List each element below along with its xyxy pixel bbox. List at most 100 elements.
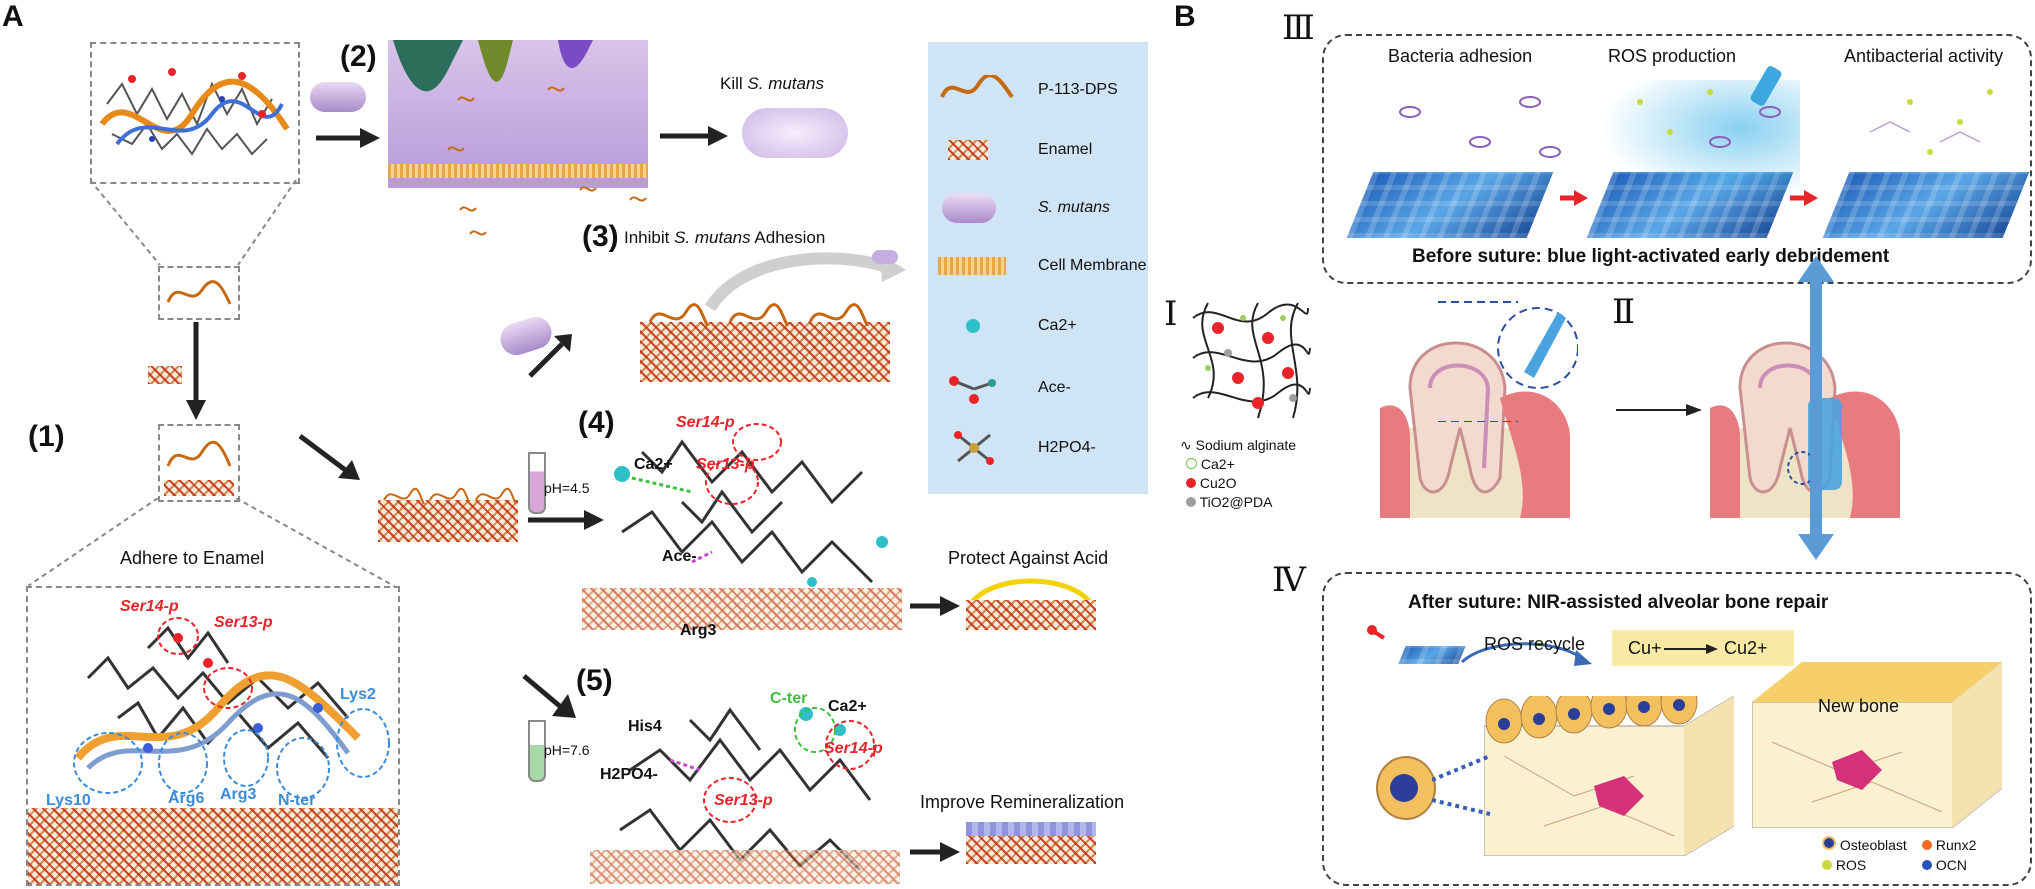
osteoblast-icon xyxy=(1822,836,1836,850)
loose-peptides xyxy=(459,186,647,236)
bacteria-scatter xyxy=(1399,89,1993,158)
tube-ph76 xyxy=(528,720,546,782)
zoom-lines xyxy=(90,180,297,266)
hydrogel-tile-small xyxy=(1398,646,1466,664)
legend-item-acetate: Ace- xyxy=(928,368,1148,408)
label-ca-5: Ca2+ xyxy=(828,698,867,715)
ros-recycle-label: ROS recycle xyxy=(1484,634,1586,654)
bacterium-membrane-illustration xyxy=(388,40,648,188)
improve-caption: Improve Remineralization xyxy=(920,792,1125,812)
label-his4: His4 xyxy=(628,718,662,735)
bacterium-small-right xyxy=(872,250,898,264)
legend-ocn: OCN xyxy=(1922,856,1967,874)
label-arg3-1: Arg3 xyxy=(220,786,257,803)
arrow-right-ph45 xyxy=(528,510,604,530)
recycle-arrow xyxy=(1460,642,1592,666)
label-arg3-4: Arg3 xyxy=(680,622,717,639)
col-antibacterial: Antibacterial activity xyxy=(1844,46,2004,66)
calcium-icon xyxy=(966,319,980,333)
legend-label-phosphate: H2PO4- xyxy=(1038,439,1096,456)
legend-ca: Ca2+ xyxy=(1180,455,1296,474)
nir-laser-icon xyxy=(1366,625,1386,640)
hydrogel-tile-1 xyxy=(1346,172,1554,238)
osteoblast-cube xyxy=(1483,679,1735,857)
panel-a-letter: A xyxy=(2,0,24,33)
before-suture-box xyxy=(1322,34,2032,284)
arrow-diag-5 xyxy=(522,674,576,718)
arrow-down-1 xyxy=(186,322,206,420)
bacterium-icon xyxy=(942,193,996,223)
legend-tio2: TiO2@PDA xyxy=(1180,493,1296,512)
tooth-illustration-1 xyxy=(1380,318,1570,518)
legend-label-peptide: P-113-DPS xyxy=(1038,81,1118,98)
label-ser14-1: Ser14-p xyxy=(120,598,179,615)
label-cter: C-ter xyxy=(770,690,808,707)
roman-4: Ⅳ xyxy=(1272,560,1306,600)
kill-caption: Kill S. mutans xyxy=(720,74,824,93)
ph76-label: pH=7.6 xyxy=(544,742,590,758)
arrow-right-2 xyxy=(316,128,380,148)
legend-ros: ROS xyxy=(1822,856,1866,874)
adhere-detail-box xyxy=(26,586,400,886)
new-bone-cube xyxy=(1751,660,2003,829)
legend-item-calcium: Ca2+ xyxy=(928,306,1148,346)
arrow-right-kill xyxy=(660,126,728,146)
adhere-structure xyxy=(73,617,390,799)
before-suture-caption: Before suture: blue light-activated earl… xyxy=(1412,246,1890,267)
legend-label-membrane: Cell Membrane xyxy=(1038,257,1147,274)
roman-2: Ⅱ xyxy=(1612,292,1636,332)
legend-item-membrane: Cell Membrane xyxy=(928,246,1148,286)
adhered-peptide-box xyxy=(158,424,240,502)
peptide-small-box xyxy=(158,266,240,320)
legend-alginate: ∿ Sodium alginate xyxy=(1180,437,1297,453)
legend-label-enamel: Enamel xyxy=(1038,141,1093,158)
label-arg6: Arg6 xyxy=(168,790,205,807)
zoom-lines-2 xyxy=(28,498,395,587)
acetate-icon xyxy=(949,376,996,404)
protect-arc xyxy=(970,578,1092,604)
new-bone-label: New bone xyxy=(1818,696,1900,716)
enamel-step3 xyxy=(640,322,890,382)
label-ser13-4: Ser13-p xyxy=(696,456,755,473)
phosphate-icon xyxy=(954,431,994,465)
protect-caption: Protect Against Acid xyxy=(948,548,1109,568)
legend-label-acetate: Ace- xyxy=(1038,379,1071,396)
cu2o-dot-icon xyxy=(1186,478,1196,488)
arrow-diag-mid xyxy=(298,434,360,480)
enamel-improve xyxy=(966,836,1096,864)
membrane-icon xyxy=(938,257,1006,275)
peptide-icon xyxy=(940,75,1014,99)
enamel-icon xyxy=(948,140,988,160)
roman-1: Ⅰ xyxy=(1164,294,1178,334)
label-ca-4: Ca2+ xyxy=(634,456,673,473)
alginate-icon: ∿ xyxy=(1180,437,1192,453)
roman-3: Ⅲ xyxy=(1282,8,1315,48)
peptide-3d-structure xyxy=(99,68,290,156)
peptides-middle xyxy=(383,487,517,504)
ocn-icon xyxy=(1922,860,1932,870)
inhibit-caption: Inhibit S. mutans Adhesion xyxy=(624,228,826,247)
enamel-protect xyxy=(966,600,1096,630)
enamel-middle xyxy=(378,500,518,542)
label-lys2: Lys2 xyxy=(340,686,376,703)
arrow-right-b xyxy=(1616,404,1702,416)
step-3-label: (3) xyxy=(582,220,619,253)
bacterium-icon-small xyxy=(310,82,366,112)
label-ser13-5: Ser13-p xyxy=(714,792,773,809)
after-suture-box xyxy=(1322,572,2032,886)
col-ros-production: ROS production xyxy=(1608,46,1737,66)
after-suture-title: After suture: NIR-assisted alveolar bone… xyxy=(1408,592,1829,613)
blue-double-arrow xyxy=(1798,256,1834,560)
step-5-label: (5) xyxy=(576,664,613,697)
cu2plus-label: Cu2+ xyxy=(1724,638,1768,658)
hydrogel-network xyxy=(1192,302,1311,419)
ph45-label: pH=4.5 xyxy=(544,480,590,496)
killed-bacterium-icon xyxy=(742,108,848,158)
hydrogel-legend: ∿ Sodium alginate Ca2+ Cu2O TiO2@PDA xyxy=(1180,436,1296,512)
legend-item-enamel: Enamel xyxy=(928,130,1148,170)
arrow-right-protect xyxy=(910,596,960,616)
adhere-caption: Adhere to Enamel xyxy=(120,548,265,568)
zoom-dots xyxy=(1432,754,1491,816)
peptide-structure-box xyxy=(90,42,300,184)
panel-b-letter: B xyxy=(1174,0,1196,33)
